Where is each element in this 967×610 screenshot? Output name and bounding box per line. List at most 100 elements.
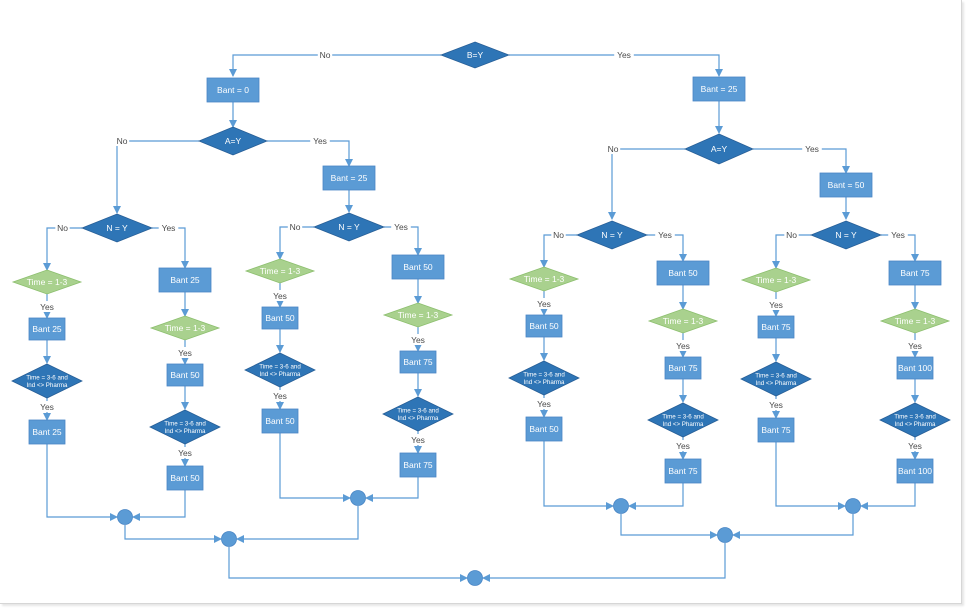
right-no-yespath-time13-shape [647,308,719,334]
left-a-yes-line [267,140,353,167]
right-yes-n-yes-bg [888,229,908,240]
right-yes-yespath-bant-top: Bant 75 [888,260,942,286]
left-no-n-yes-bg [158,222,179,233]
left-a-decision-shape [197,126,269,156]
right-no-yespath-yes2: Yes [673,440,693,451]
right-no-nopath-bant-b: Bant 50 [525,416,563,442]
left-no-n-decision: N = Y [80,213,154,243]
left-yes-yespath-yes2-bg [408,434,428,445]
left-yes-n-decision-shape [312,212,386,242]
left-a-no-line [113,140,199,214]
right-yes-nopath-yes2-bg [766,399,786,410]
left-yes-nopath-yes1-bg [270,290,290,301]
right-no-n-yes-text: Yes [658,230,672,240]
left-no-nopath-yes1-text: Yes [40,302,54,312]
root-no-label-text: No [320,50,331,60]
left-a-yes-bg [310,135,330,146]
right-no-yespath-bant-b-shape [664,458,702,484]
root-no-line [229,54,441,77]
left-no-n-yes: Yes [158,222,179,233]
left-no-yespath-bant-top-shape [158,267,212,293]
left-yes-yespath-yes1-text: Yes [411,335,425,345]
left-no-nopath-yes2-text: Yes [40,402,54,412]
merge-final-line2 [482,543,726,582]
merge-right [717,527,733,543]
left-yes-nopath-time13-label: Time = 1-3 [260,266,301,276]
left-no-yespath-time13: Time = 1-3 [149,315,221,341]
left-no-yespath-bant-a-label: Bant 50 [170,370,200,380]
left-yes-nopath-yes1-text: Yes [273,291,287,301]
merge-left-a-line1 [46,444,118,521]
right-no-nopath-bant-a-label: Bant 50 [529,321,559,331]
right-a-decision-label: A=Y [711,144,728,154]
right-bant25-label: Bant = 25 [701,84,738,94]
left-no-yespath-bant-b: Bant 50 [166,465,204,491]
left-yes-nopath-yes1: Yes [270,290,290,301]
right-no-yespath-time36-shape [647,402,719,438]
right-yes-n-no-text: No [786,230,797,240]
right-yes-yespath-bant-a-label: Bant 100 [898,363,932,373]
right-no-yespath-yes1-text: Yes [676,341,690,351]
right-yes-nopath-time13-label: Time = 1-3 [756,275,797,285]
right-yes-n-yes-text: Yes [891,230,905,240]
left-yes-n-decision: N = Y [312,212,386,242]
merge-left [221,531,237,547]
right-a-no-line [608,148,685,220]
right-no-n-yes: Yes [655,229,675,240]
root-yes-line [509,54,723,77]
root-no-label-bg [317,49,333,60]
left-no-nopath-bant-a-shape [28,317,66,341]
left-no-yespath-time13-label: Time = 1-3 [165,323,206,333]
right-no-n-decision-shape [575,220,649,250]
right-a-yes-line [753,148,850,174]
right-yes-yespath-time13-shape [879,308,951,334]
left-a-yes-text: Yes [313,136,327,146]
left-no-nopath-bant-a: Bant 25 [28,317,66,341]
merge-right-b-line2 [860,483,916,510]
merge-left-a-line2 [132,490,186,521]
right-yes-yespath-bant-b: Bant 100 [896,458,934,484]
right-no-yespath-bant-a-shape [664,356,702,380]
right-yes-nopath-yes2: Yes [766,399,786,410]
right-yes-yespath-bant-top-label: Bant 75 [900,268,930,278]
left-yes-nopath-bant-b: Bant 50 [261,408,299,434]
left-no-nopath-time36-shape [11,363,83,399]
right-no-nopath-yes1-text: Yes [537,299,551,309]
left-yes-bant-label: Bant = 25 [331,173,368,183]
right-a-no: No [605,143,621,154]
left-yes-yespath-bant-a-shape [399,350,437,374]
left-bant0-label: Bant = 0 [217,85,249,95]
merge-final-line1 [228,547,468,582]
left-no-yespath-bant-a-shape [166,363,204,387]
right-yes-n-no-bg [784,229,799,240]
left-a-no-text: No [117,136,128,146]
right-a-no-text: No [608,144,619,154]
left-yes-nopath-bant-a-label: Bant 50 [265,313,295,323]
right-no-yespath-time13-label: Time = 1-3 [663,316,704,326]
merge-left-line2 [236,506,359,543]
right-no-nopath-yes1: Yes [534,298,554,309]
right-yes-n-yes: Yes [888,229,908,240]
right-no-n-no: No [551,229,566,240]
left-no-n-yes-text: Yes [162,223,176,233]
right-no-yespath-bant-b: Bant 75 [664,458,702,484]
left-a-decision-label: A=Y [225,136,242,146]
right-no-yespath-yes2-text: Yes [676,441,690,451]
left-yes-nopath-time13-shape [244,258,316,284]
left-a-yes: Yes [310,135,330,146]
left-no-n-decision-shape [80,213,154,243]
left-yes-bant-shape [322,165,376,191]
right-yes-nopath-time36-shape [740,361,812,397]
left-a-no: No [114,135,130,146]
left-yes-bant: Bant = 25 [322,165,376,191]
right-yes-n-decision: N = Y [809,220,883,250]
right-yes-yespath-bant-top-shape [888,260,942,286]
